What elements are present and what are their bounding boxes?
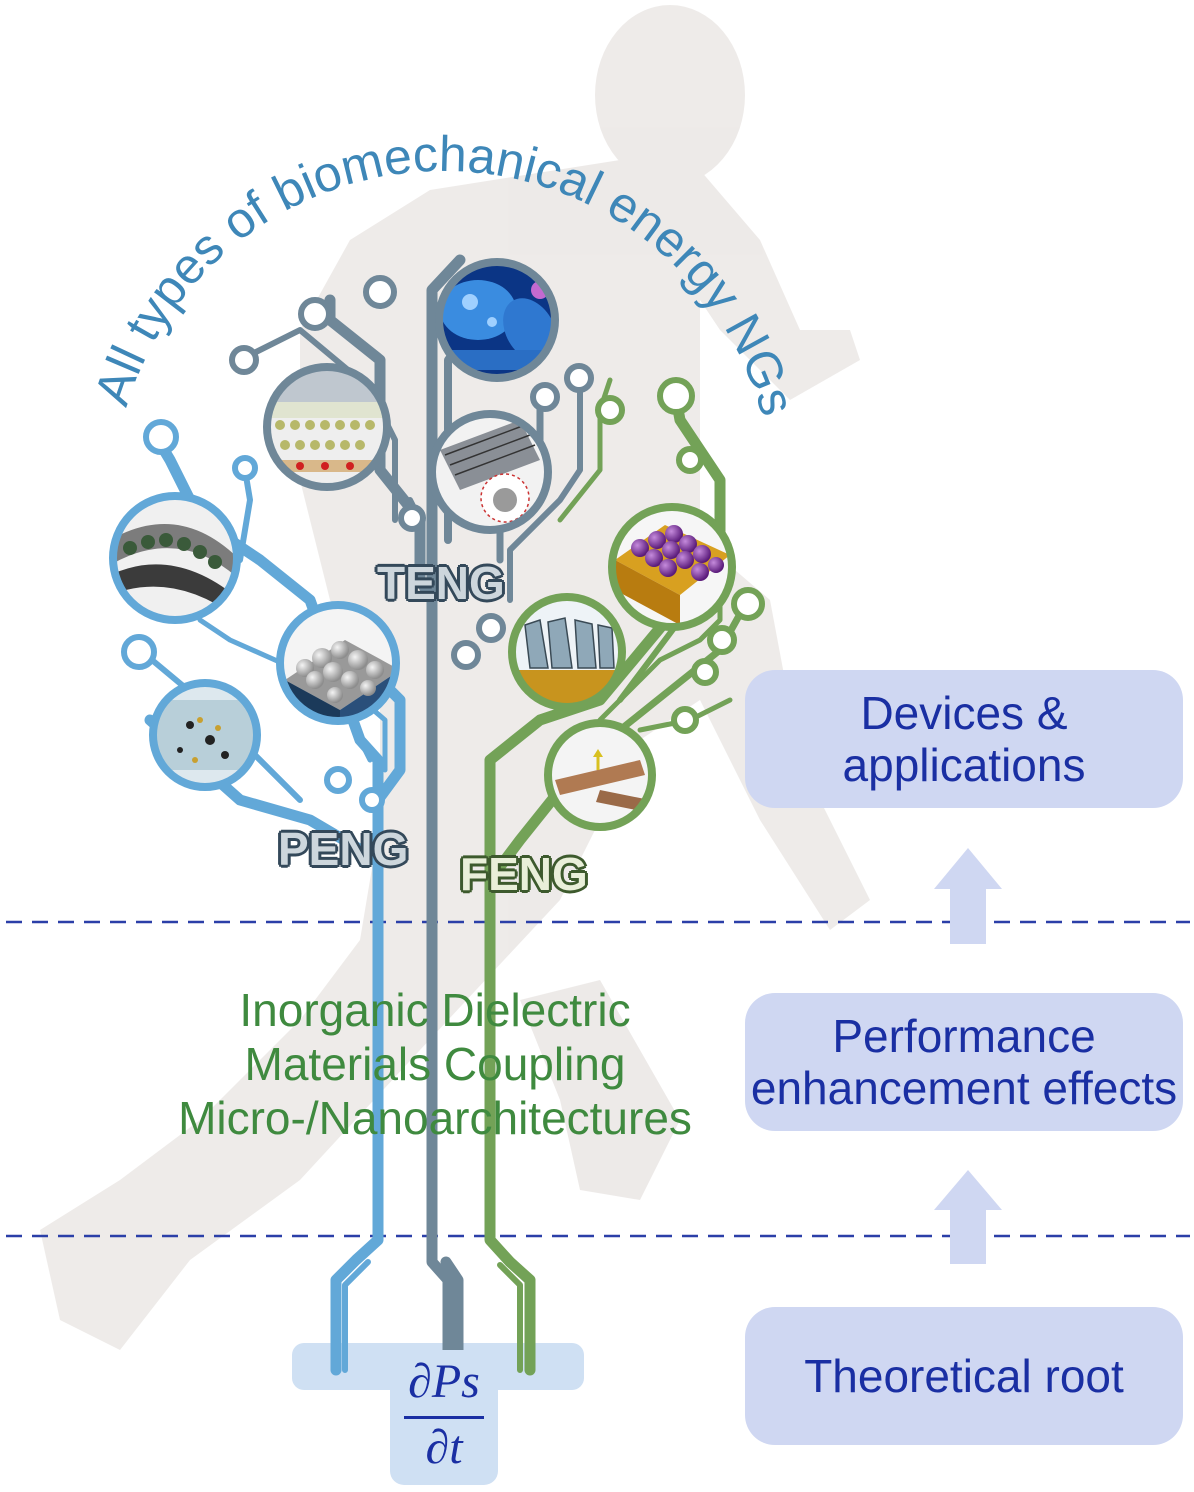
formula-denominator: ∂t [425, 1421, 463, 1474]
teng-nodes [229, 275, 594, 670]
materials-text: Inorganic Dielectric Materials Coupling … [150, 983, 720, 1145]
peng-nodes [121, 419, 385, 813]
performance-line-2: enhancement effects [750, 1062, 1178, 1114]
peng-image-arch [109, 492, 241, 624]
performance-box: Performance enhancement effects [745, 993, 1183, 1131]
devices-line-2: applications [842, 739, 1086, 791]
materials-line-3: Micro-/Nanoarchitectures [178, 1092, 692, 1144]
teng-image-layered-film [263, 363, 391, 491]
runner-silhouette [40, 5, 870, 1350]
feng-image-crystals [508, 593, 626, 711]
devices-line-1: Devices & [860, 687, 1068, 739]
polarization-derivative-formula: ∂Ps ∂t [390, 1350, 498, 1485]
theoretical-root-label: Theoretical root [804, 1350, 1124, 1402]
peng-image-spheres [276, 601, 400, 725]
performance-line-1: Performance [832, 1010, 1096, 1062]
theoretical-root-box: Theoretical root [745, 1307, 1183, 1445]
up-arrow-lower [934, 1170, 1002, 1264]
feng-image-purple-spheres [608, 503, 736, 631]
feng-nodes [595, 377, 765, 734]
up-arrow-upper [934, 848, 1002, 944]
materials-line-2: Materials Coupling [244, 1038, 626, 1090]
peng-label: PENG [278, 823, 409, 875]
fraction-bar [404, 1416, 484, 1419]
teng-image-nanostructure [435, 258, 559, 382]
devices-applications-box: Devices & applications [745, 670, 1183, 808]
formula-numerator: ∂Ps [408, 1355, 480, 1408]
teng-label: TENG [377, 557, 505, 609]
teng-image-mesh [428, 410, 552, 534]
feng-label: FENG [460, 848, 588, 900]
materials-line-1: Inorganic Dielectric [239, 984, 631, 1036]
peng-image-porous [149, 679, 261, 791]
feng-image-rods [544, 719, 656, 831]
